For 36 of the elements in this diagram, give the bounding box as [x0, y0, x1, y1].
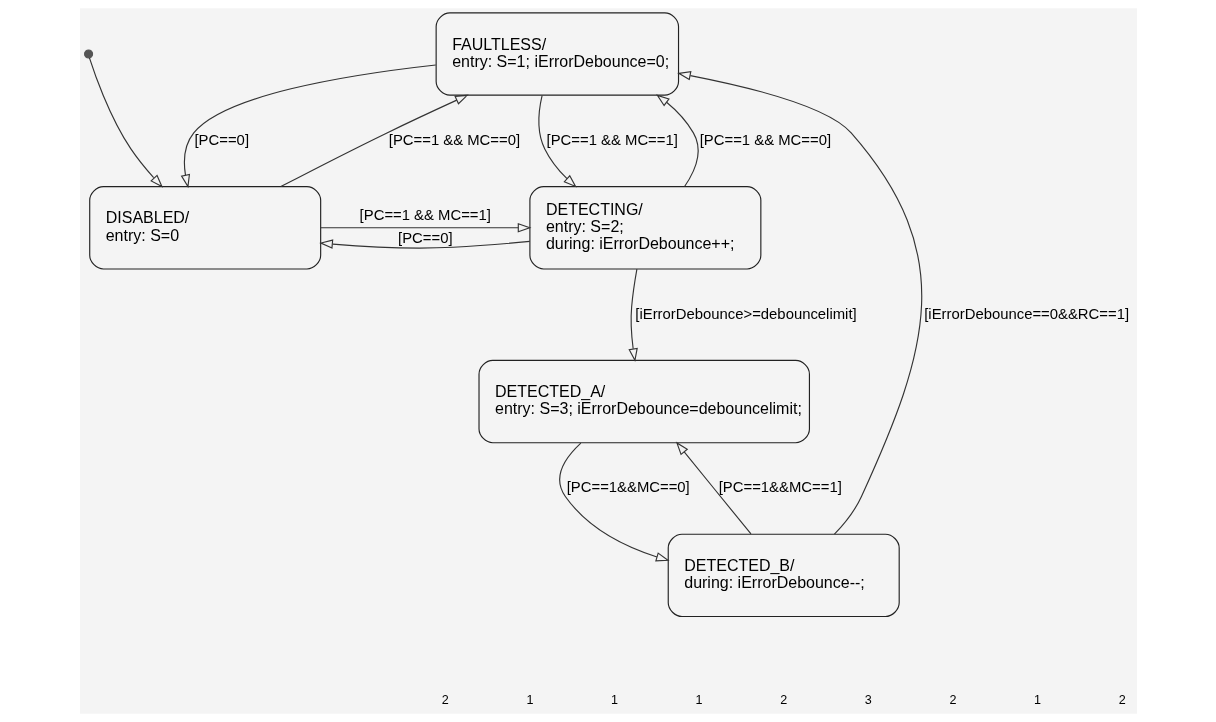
node-box: DETECTED_B/ during: iErrorDebounce--; — [667, 533, 900, 618]
node-circle — [83, 49, 93, 59]
node-box: DETECTED_A/ entry: S=3; iErrorDebounce=debouncelimit; — [477, 359, 810, 444]
edge-label: [PC==1 && MC==1] — [359, 207, 491, 224]
edge-label: [PC==1 && MC==0] — [699, 131, 831, 148]
edge-label: [iErrorDebounce==0&&RC==1] — [923, 305, 1129, 322]
arrow — [279, 94, 469, 188]
label: 2 — [441, 693, 449, 708]
arrow — [655, 94, 699, 188]
arrow — [537, 95, 577, 188]
arrow — [558, 442, 670, 562]
arrow — [180, 64, 436, 189]
arrow — [675, 441, 752, 535]
arrow — [318, 239, 530, 249]
edge-label: [PC==1&&MC==0] — [566, 479, 690, 496]
label: 2 — [948, 693, 956, 708]
edge-label: [iErrorDebounce>=debouncelimit] — [634, 305, 857, 322]
label: 1 — [695, 693, 703, 708]
label: 1 — [610, 693, 618, 708]
label: 2 — [1118, 693, 1126, 708]
node-box: DISABLED/ entry: S=0 — [88, 186, 321, 270]
label: 3 — [864, 693, 872, 708]
node-box: FAULTLESS/ entry: S=1; iErrorDebounce=0; — [435, 12, 679, 96]
edge-label: [PC==1 && MC==1] — [546, 131, 678, 148]
edge-label: [PC==1 && MC==0] — [388, 131, 520, 148]
arrow — [676, 70, 922, 535]
node-box: DETECTING/ entry: S=2; during: iErrorDebounce++; — [528, 186, 761, 270]
arrow — [319, 223, 531, 233]
arrow — [88, 57, 163, 188]
arrow — [627, 268, 638, 363]
label: 1 — [1033, 693, 1041, 708]
edge-label: [PC==1&&MC==1] — [718, 479, 842, 496]
edge-label: [PC==0] — [397, 230, 453, 247]
edge-label: [PC==0] — [194, 131, 249, 148]
label: 1 — [525, 693, 533, 708]
label: 2 — [779, 693, 787, 708]
